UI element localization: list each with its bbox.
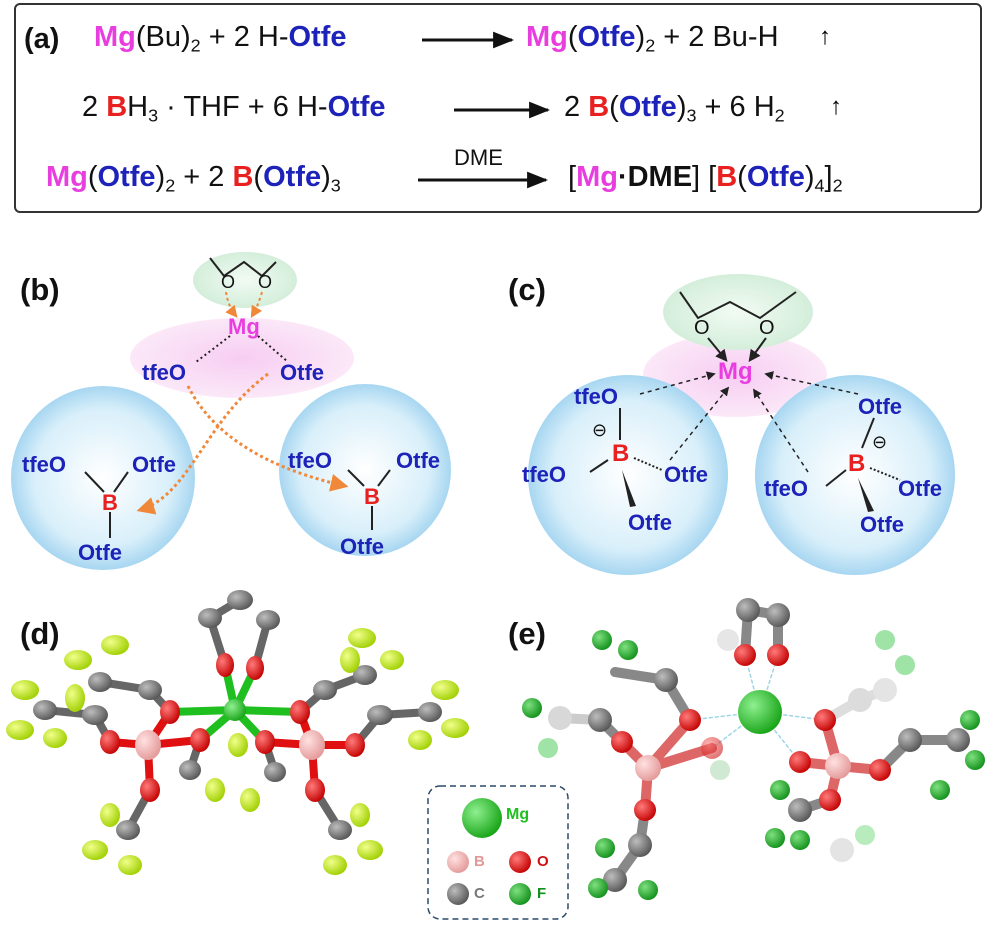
- panel-e-atoms: [522, 598, 985, 900]
- legend-f-swatch: [509, 883, 531, 905]
- b-left-otfe-bottom: Otfe: [78, 540, 122, 565]
- legend-c-swatch: [447, 883, 469, 905]
- legend-mg-swatch: [462, 798, 502, 838]
- b-right-boron: B: [364, 484, 380, 509]
- solvent-label-dme: DME: [454, 145, 503, 170]
- panel-a-label: (a): [24, 23, 60, 55]
- equation-2-reactants: 2 BH3 · THF + 6 H-Otfe: [82, 91, 386, 126]
- panel-d-label: (d): [20, 616, 60, 651]
- svg-text:O: O: [258, 272, 272, 292]
- c-left-tfeo-left: tfeO: [522, 462, 566, 487]
- panel-d-atoms: [6, 590, 469, 875]
- c-left-boron: B: [612, 440, 630, 467]
- legend-b-swatch: [447, 851, 469, 873]
- panel-b-mg: Mg: [228, 314, 260, 339]
- svg-text:O: O: [759, 317, 775, 339]
- b-left-tfeo: tfeO: [22, 452, 66, 477]
- panel-b-left-o: tfeO: [142, 360, 186, 385]
- c-right-otfe-bottom: Otfe: [860, 512, 904, 537]
- equation-1-products: Mg(Otfe)2 + 2 Bu-H: [526, 21, 779, 56]
- equation-1-reactants: Mg(Bu)2 + 2 H-Otfe: [94, 21, 347, 56]
- c-right-boron: B: [848, 450, 866, 477]
- c-right-tfeo-left: tfeO: [764, 476, 808, 501]
- b-right-otfe-right: Otfe: [396, 448, 440, 473]
- panel-e-label: (e): [508, 616, 546, 651]
- svg-text:O: O: [221, 272, 235, 292]
- c-right-otfe-top: Otfe: [858, 394, 902, 419]
- legend-f-label: F: [537, 885, 547, 902]
- boron-sphere-right: [279, 384, 451, 556]
- panel-c-label: (c): [508, 272, 546, 307]
- b-left-boron: B: [102, 490, 118, 515]
- c-left-otfe-right: Otfe: [664, 462, 708, 487]
- svg-text:O: O: [694, 317, 710, 339]
- c-left-charge: ⊖: [592, 420, 608, 440]
- legend-o-label: O: [537, 853, 549, 870]
- mg-glow: [130, 318, 354, 398]
- b-left-otfe-right: Otfe: [132, 452, 176, 477]
- c-right-otfe-right: Otfe: [898, 476, 942, 501]
- legend-b-label: B: [474, 853, 485, 870]
- legend-mg-label: Mg: [506, 806, 530, 823]
- legend-o-swatch: [509, 851, 531, 873]
- dme-skeleton-c: [679, 291, 797, 320]
- b-right-tfeo: tfeO: [288, 448, 332, 473]
- panel-b-right-o: Otfe: [280, 360, 324, 385]
- b-right-otfe-bottom: Otfe: [340, 534, 384, 559]
- boron-sphere-left-c: [528, 375, 728, 575]
- dme-glow-c: [663, 274, 813, 350]
- transfer-arrow-right: [186, 385, 349, 492]
- dme-skeleton: [209, 257, 277, 278]
- equation-3-reactants: Mg(Otfe)2 + 2 B(Otfe)3: [46, 161, 341, 196]
- legend-c-label: C: [474, 885, 485, 902]
- equation-2-products: 2 B(Otfe)3 + 6 H2: [564, 91, 785, 126]
- boron-sphere-right-c: [755, 375, 955, 575]
- c-left-tfeo-top: tfeO: [574, 384, 618, 409]
- equation-3-products: [Mg·DME] [B(Otfe)4]2: [568, 161, 843, 196]
- c-right-charge: ⊖: [872, 432, 888, 452]
- boron-sphere-left: [11, 386, 195, 570]
- transfer-arrow-left: [136, 372, 269, 515]
- panel-c-mg: Mg: [718, 358, 753, 385]
- c-left-otfe-bottom: Otfe: [628, 510, 672, 535]
- panel-b-label: (b): [20, 272, 60, 307]
